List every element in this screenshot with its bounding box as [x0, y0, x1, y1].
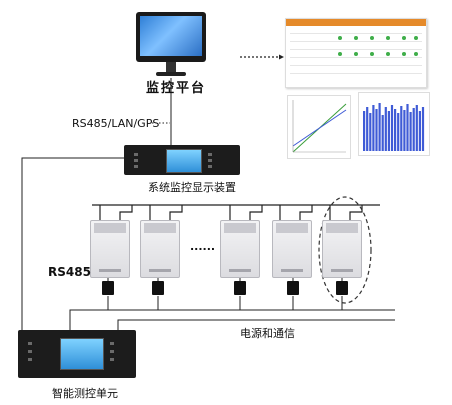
thumbnail-bar — [406, 104, 409, 151]
thumbnail-bar — [390, 105, 394, 151]
thumbnail-bar — [381, 115, 384, 151]
breaker-module — [140, 220, 180, 278]
thumbnail-bar — [372, 105, 375, 151]
thumbnail-bar — [412, 108, 415, 151]
thumbnail-bar — [375, 109, 378, 151]
thumbnail-bar — [421, 107, 425, 151]
thumbnail-bar — [397, 113, 400, 151]
thumbnail-bar — [409, 112, 412, 151]
thumbnail-bar — [363, 111, 366, 151]
thumbnail-bar — [403, 110, 406, 151]
thumbnail-bar — [415, 105, 418, 151]
platform-screenshot-line-chart — [287, 95, 351, 159]
power-comm-label: 电源和通信 — [240, 327, 295, 340]
breaker-module — [90, 220, 130, 278]
platform-screenshot-table — [285, 18, 427, 88]
measure-unit-icon — [18, 330, 136, 378]
sensor-icon — [102, 281, 114, 295]
sensor-icon — [234, 281, 246, 295]
thumbnail-bar — [369, 113, 372, 151]
thumbnail-bar — [378, 103, 381, 151]
sensor-icon — [152, 281, 164, 295]
thumbnail-bar — [394, 109, 397, 151]
thumbnail-bar — [384, 107, 387, 151]
breaker-ellipsis: ...... — [190, 240, 216, 253]
thumbnail-bar — [387, 111, 390, 151]
breaker-module — [272, 220, 312, 278]
thumbnail-bar — [400, 106, 403, 151]
platform-label: 监控平台 — [146, 81, 207, 96]
platform-screenshot-bar-chart — [358, 92, 430, 156]
thumbnail-bar — [418, 111, 421, 151]
measure-unit-label: 智能测控单元 — [52, 387, 118, 400]
breaker-module — [220, 220, 260, 278]
sensor-icon — [336, 281, 348, 295]
display-device-label: 系统监控显示装置 — [148, 181, 236, 194]
breaker-module-highlighted — [322, 220, 362, 278]
display-device-icon — [124, 145, 240, 175]
rs485-label: RS485 — [48, 265, 91, 279]
thumbnail-bar — [366, 107, 369, 151]
comm-label: RS485/LAN/GPS — [72, 117, 160, 130]
sensor-icon — [287, 281, 299, 295]
monitor-icon — [136, 12, 206, 76]
